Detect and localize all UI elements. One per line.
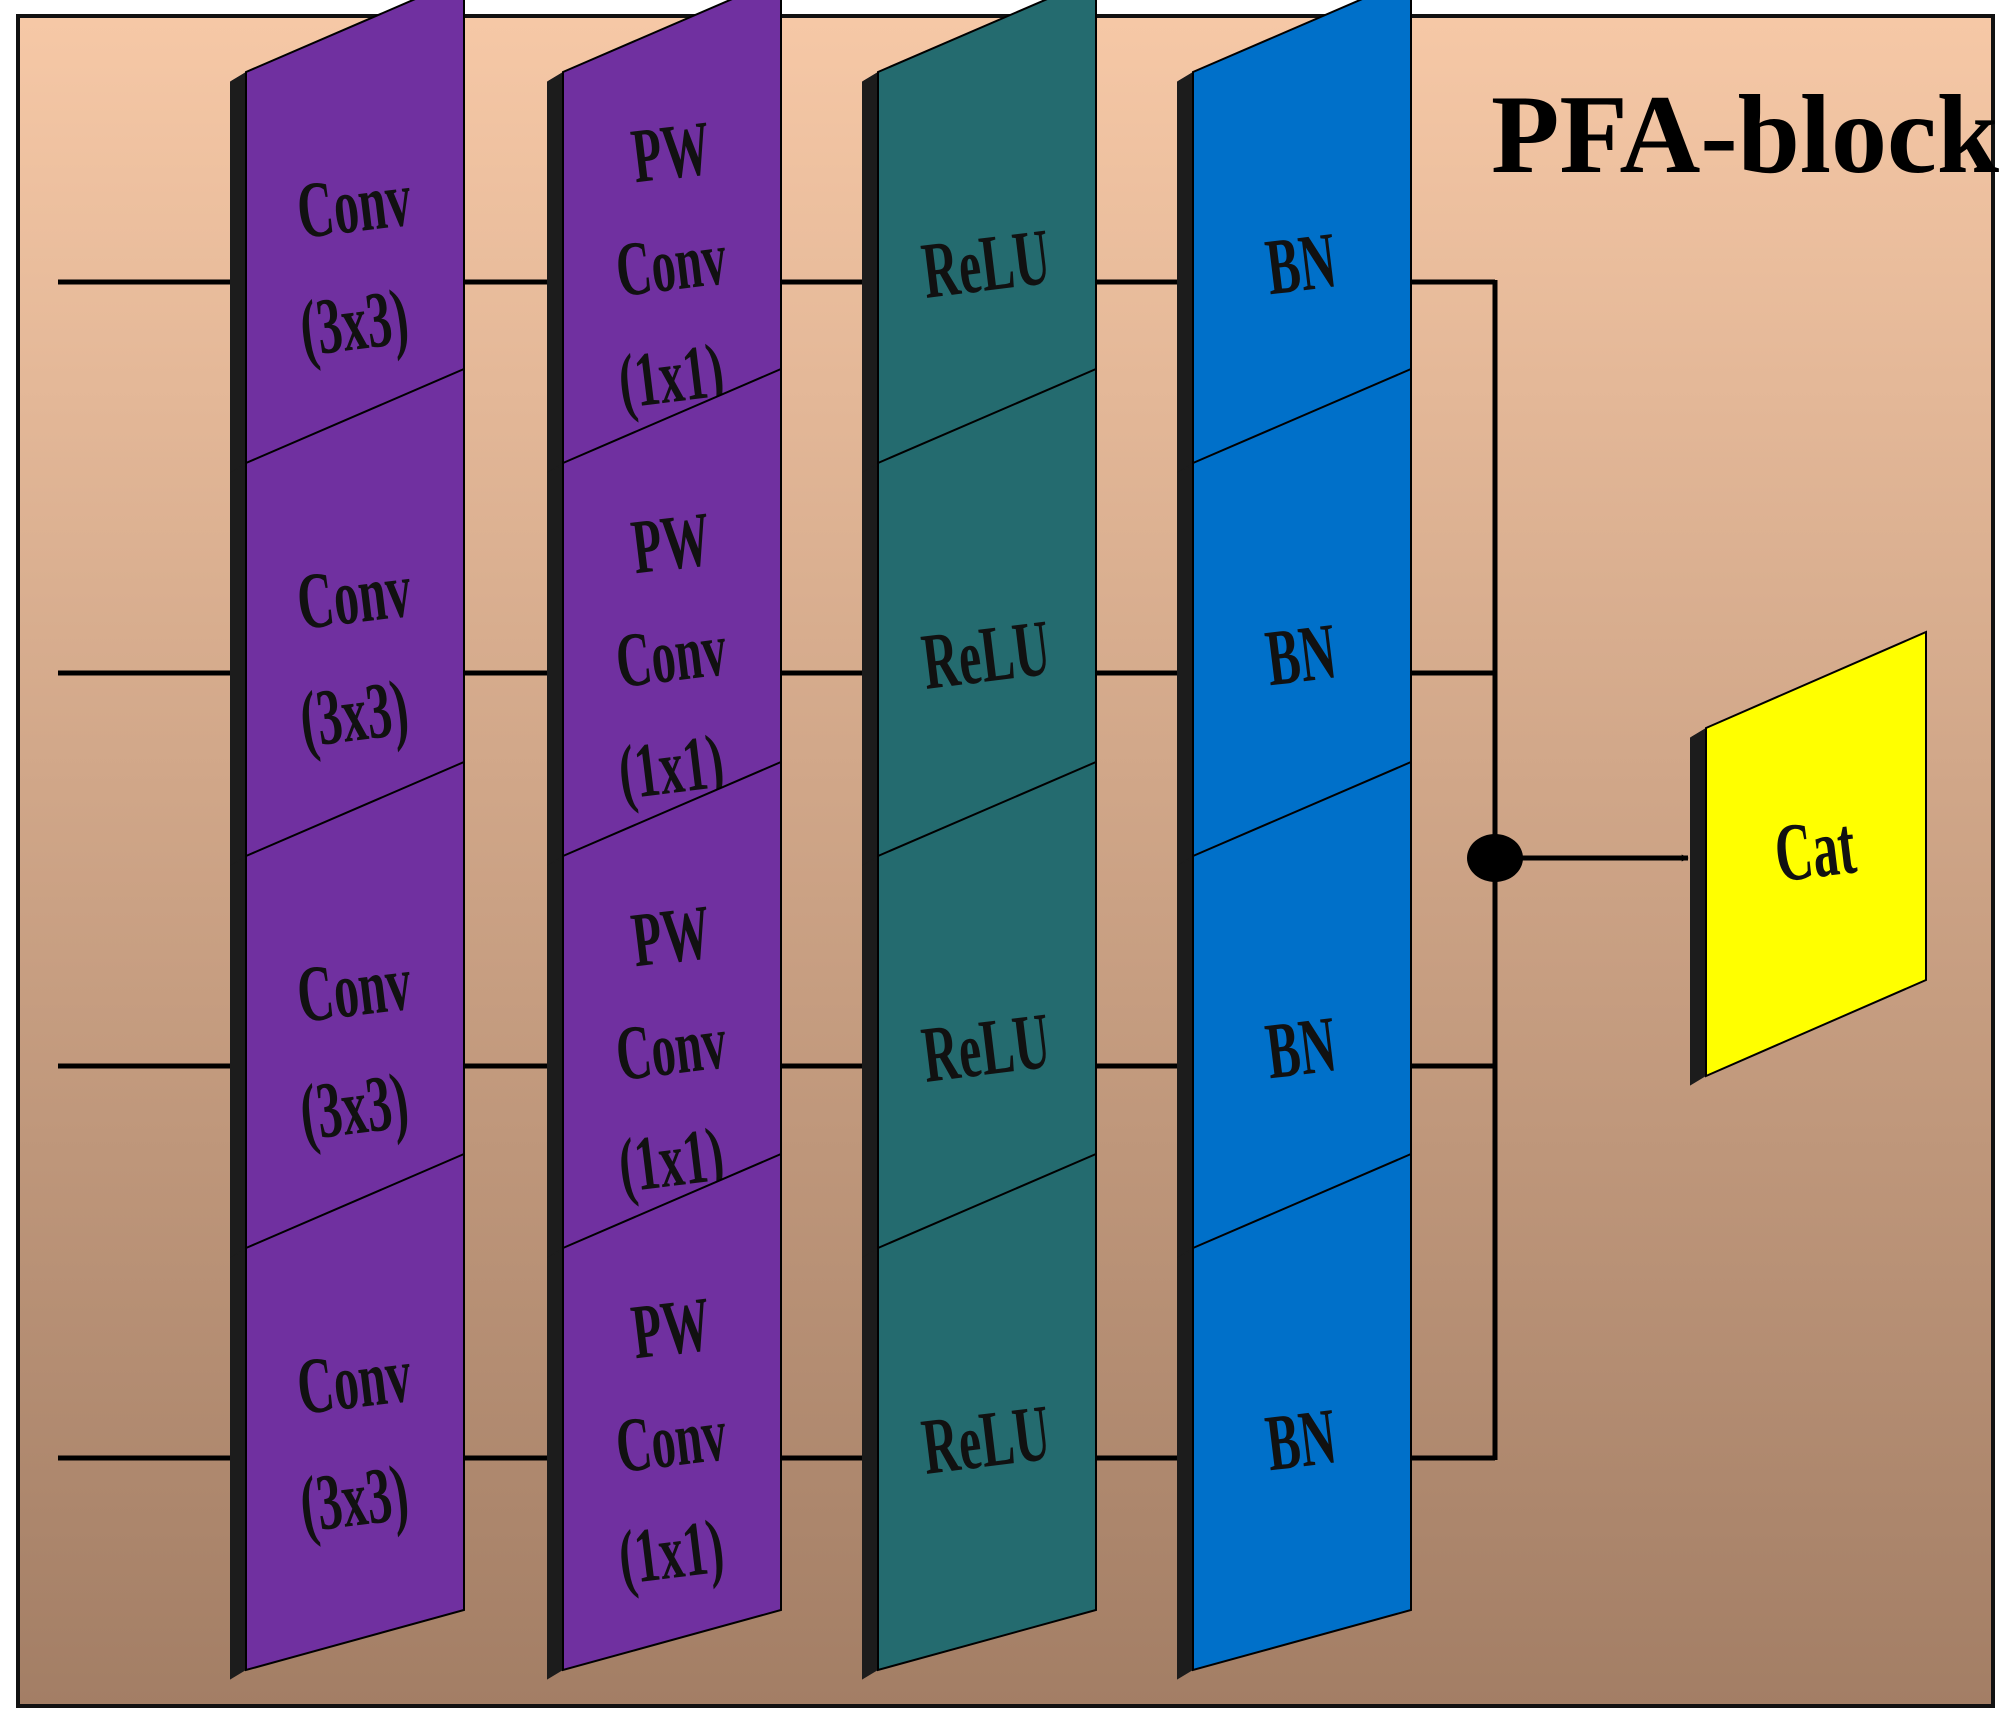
block-face — [562, 1152, 782, 1672]
block-face — [245, 1152, 465, 1672]
block-bn: BN — [1177, 1152, 1412, 1680]
block-label-line: Conv — [292, 939, 416, 1040]
block-face — [1705, 630, 1927, 1078]
block-relu: ReLU — [862, 0, 1097, 504]
block-side-edge — [230, 463, 246, 895]
block-side-edge — [547, 72, 563, 504]
block-label-line: Conv — [611, 605, 731, 704]
block-side-edge — [1177, 463, 1193, 895]
block-label-line: PW — [627, 104, 715, 199]
block-label-line: (3x3) — [295, 274, 413, 374]
diagram-title: PFA-block — [1491, 73, 2000, 197]
block-relu: ReLU — [862, 367, 1097, 895]
block-side-edge — [230, 856, 246, 1288]
block-side-edge — [862, 1248, 878, 1680]
block-side-edge — [862, 72, 878, 504]
block-pwconv: PW Conv (1x1) — [547, 1152, 782, 1680]
block-label-line: PW — [627, 1280, 715, 1375]
block-bn: BN — [1177, 367, 1412, 895]
block-conv3x3: Conv (3x3) — [230, 367, 465, 895]
block-label-line: Conv — [611, 214, 731, 313]
block-relu: ReLU — [862, 1152, 1097, 1680]
block-side-edge — [862, 856, 878, 1288]
block-conv3x3: Conv (3x3) — [230, 1152, 465, 1680]
block-label-line: ReLU — [917, 213, 1054, 315]
block-label-line: PW — [627, 888, 715, 983]
block-label-line: Conv — [292, 1331, 416, 1432]
block-label-line: (3x3) — [295, 1450, 413, 1550]
block-conv3x3: Conv (3x3) — [230, 760, 465, 1288]
block-label-line: BN — [1261, 608, 1340, 703]
block-side-edge — [547, 1248, 563, 1680]
block-relu: ReLU — [862, 760, 1097, 1288]
block-label-line: Conv — [611, 1390, 731, 1489]
block-label-line: ReLU — [917, 997, 1054, 1099]
block-side-edge — [1177, 1248, 1193, 1680]
block-side-edge — [1177, 72, 1193, 504]
block-side-edge — [547, 856, 563, 1288]
block-label-line: ReLU — [917, 1389, 1054, 1491]
block-side-edge — [230, 72, 246, 504]
block-face — [877, 1152, 1097, 1672]
block-face — [1192, 1152, 1412, 1672]
block-bn: BN — [1177, 0, 1412, 504]
block-label-line: Conv — [292, 546, 416, 647]
block-label-line: Cat — [1770, 799, 1861, 899]
block-label-line: Conv — [611, 998, 731, 1097]
block-label-line: (1x1) — [614, 1502, 729, 1602]
connection-lines — [58, 278, 1689, 1462]
block-conv3x3: Conv (3x3) — [230, 0, 465, 504]
block-label-line: BN — [1261, 217, 1340, 312]
block-side-edge — [862, 463, 878, 895]
concat-junction-dot — [1467, 834, 1523, 882]
block-side-edge — [230, 1248, 246, 1680]
block-cat: Cat — [1690, 630, 1927, 1086]
block-bn: BN — [1177, 760, 1412, 1288]
block-label-line: Conv — [292, 155, 416, 256]
block-side-edge — [547, 463, 563, 895]
block-label-line: BN — [1261, 1393, 1340, 1488]
block-side-edge — [1690, 728, 1706, 1086]
block-side-edge — [1177, 856, 1193, 1288]
block-label-line: ReLU — [917, 604, 1054, 706]
block-label-line: (3x3) — [295, 665, 413, 765]
block-label-line: PW — [627, 495, 715, 590]
layer-blocks: Conv (3x3) PW Conv (1x1) ReLU BN Conv (3x3) PW Con… — [230, 0, 1927, 1680]
block-label-line: BN — [1261, 1001, 1340, 1096]
block-label-line: (3x3) — [295, 1058, 413, 1158]
